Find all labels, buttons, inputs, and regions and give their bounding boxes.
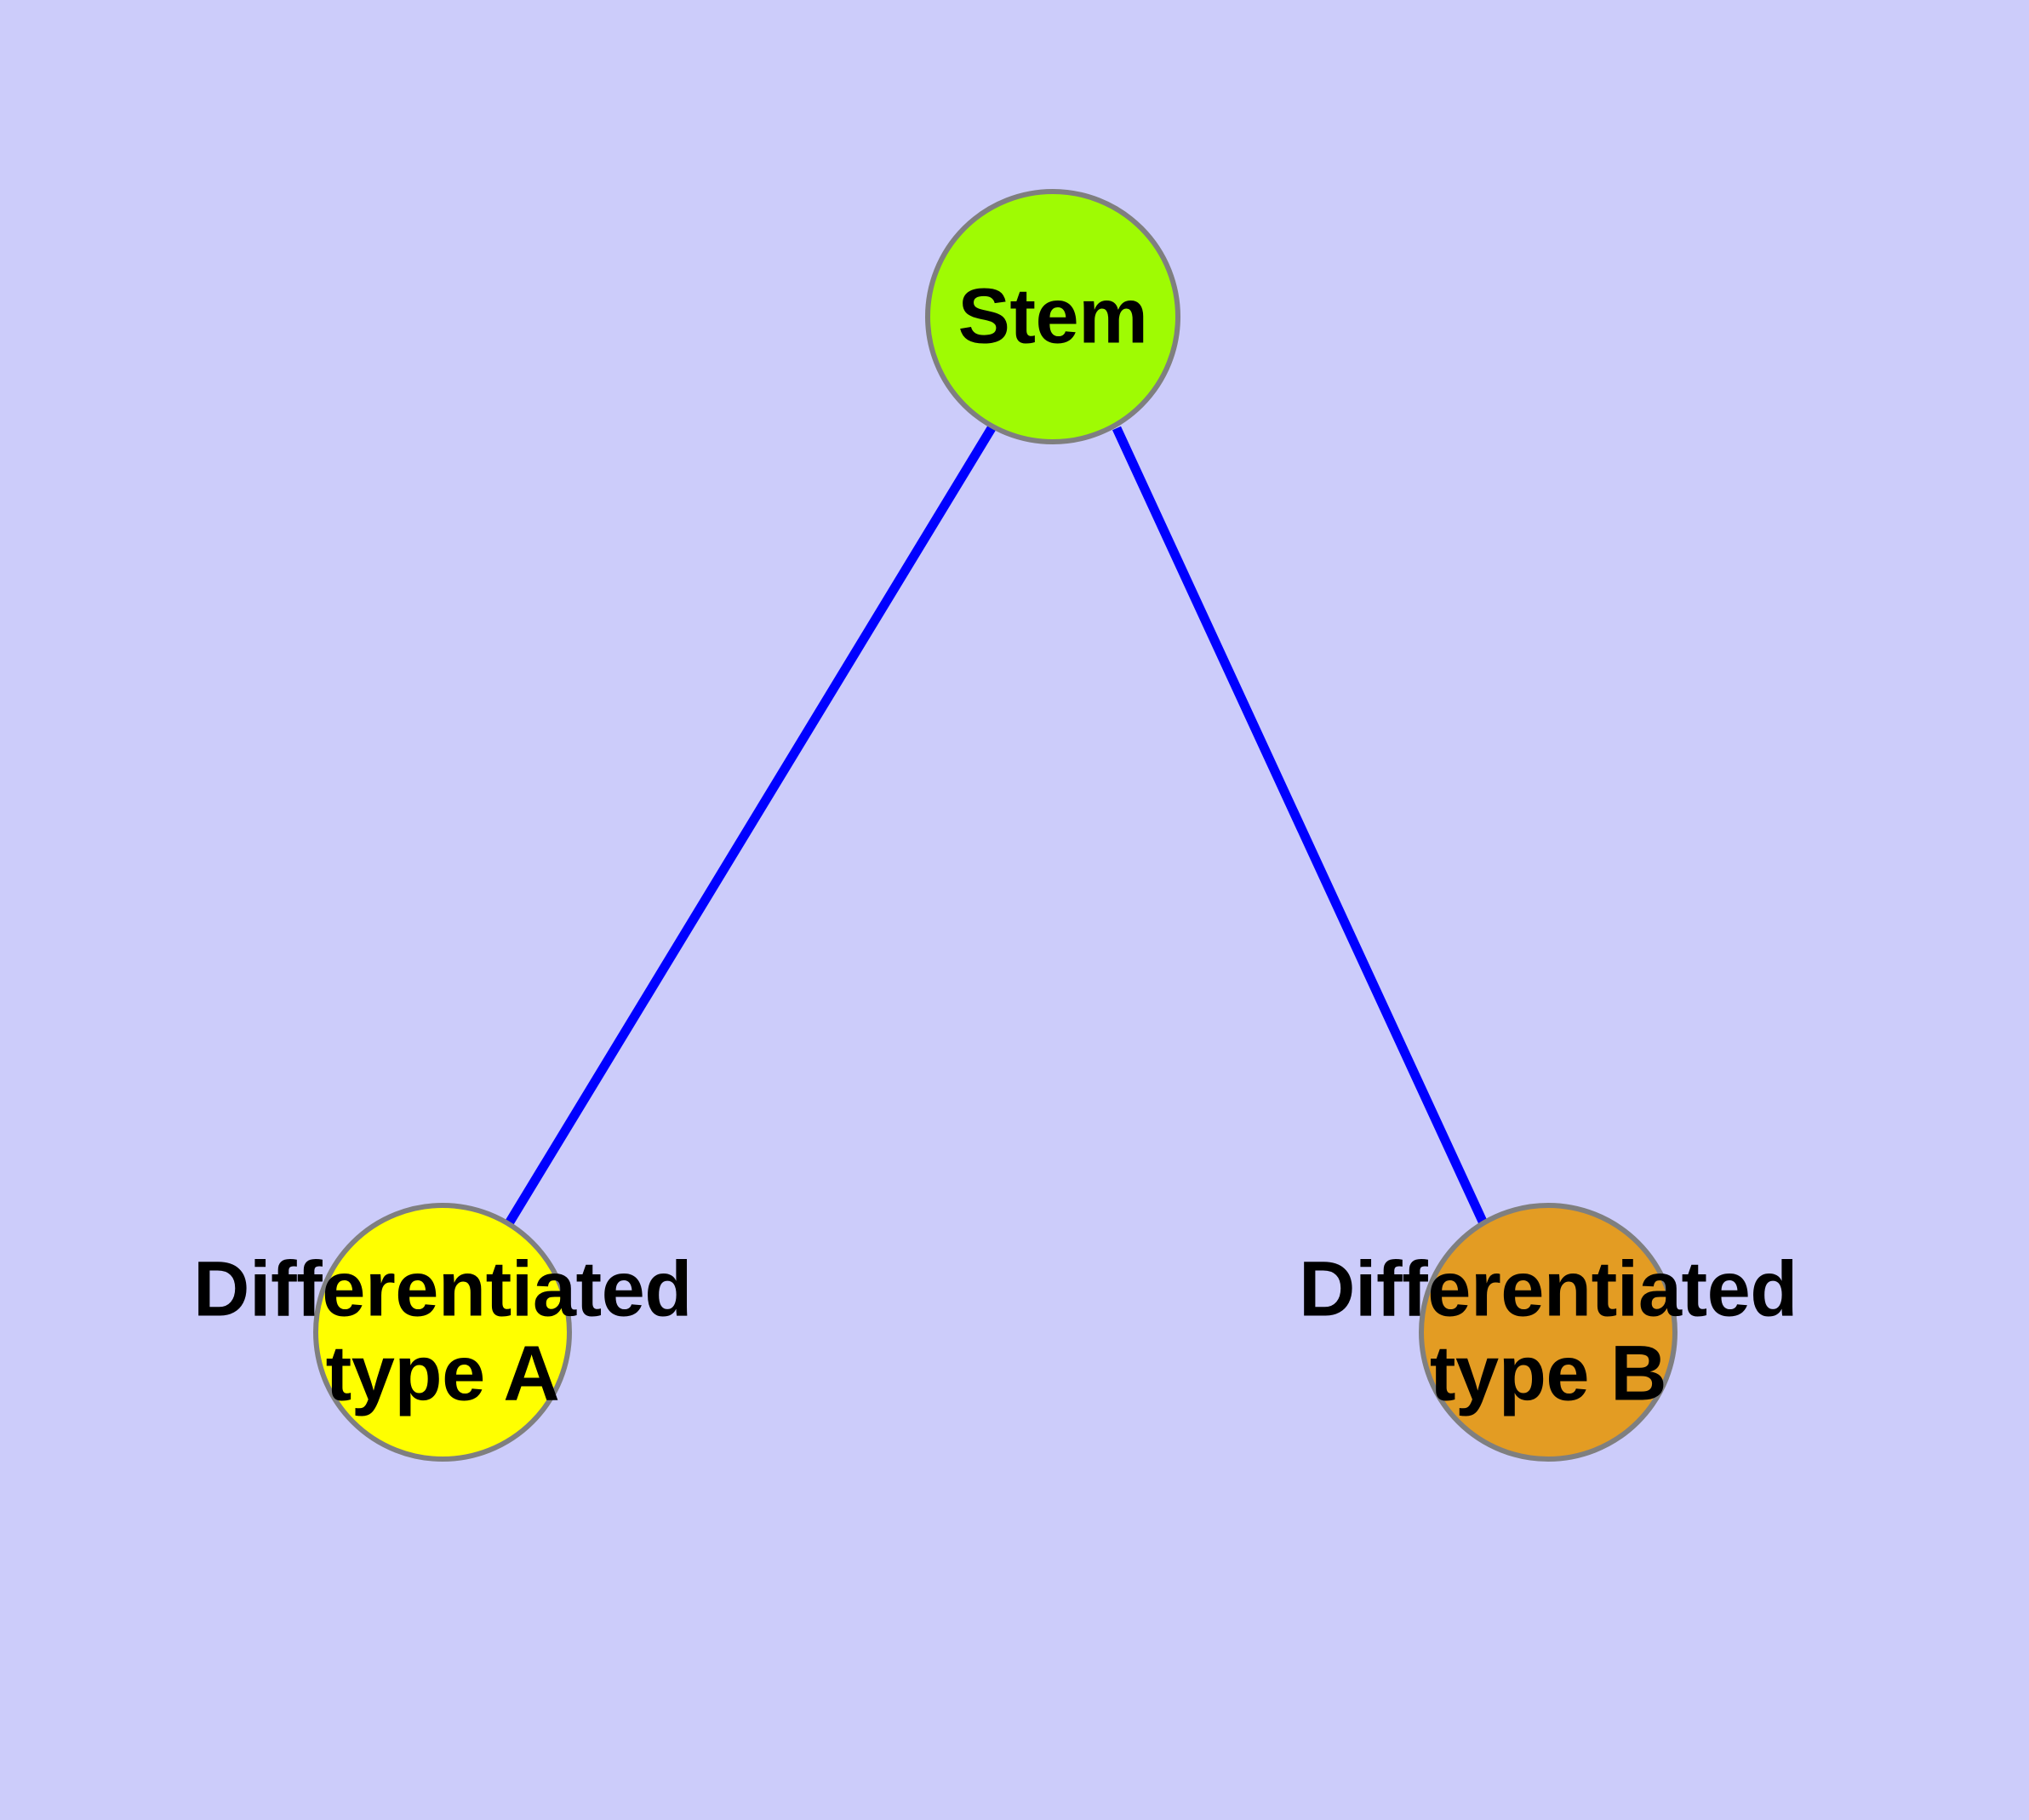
edge-stem-to-differentiated-type-b — [1112, 426, 1488, 1226]
node-stem-label: Stem — [957, 272, 1148, 360]
node-differentiated-type-b[interactable]: Differentiated type B — [1299, 1203, 1798, 1462]
node-differentiated-type-a[interactable]: Differentiated type A — [193, 1203, 692, 1462]
node-differentiated-type-b-label: Differentiated type B — [1299, 1245, 1798, 1417]
node-stem[interactable]: Stem — [925, 189, 1180, 444]
node-differentiated-type-a-label: Differentiated type A — [193, 1245, 692, 1417]
edge-stem-to-differentiated-type-a — [505, 426, 996, 1226]
